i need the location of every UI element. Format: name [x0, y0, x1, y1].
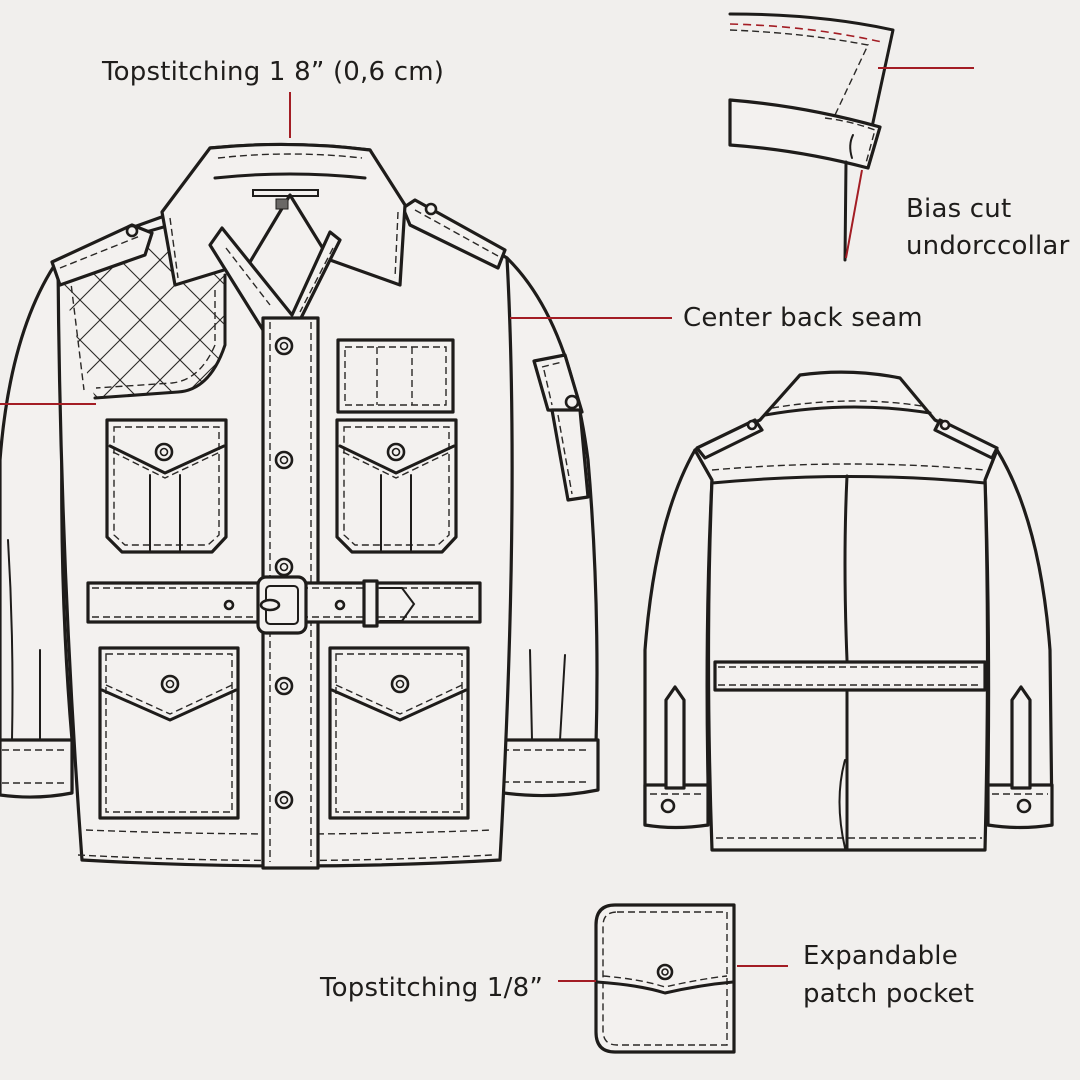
- label-undercollar: undorccollar: [906, 231, 1070, 261]
- back-view: [643, 370, 1054, 852]
- label-center-back-seam: Center back seam: [683, 303, 923, 333]
- belt: [86, 575, 482, 635]
- lower-pocket-right: [328, 646, 470, 820]
- lower-pocket-left: [98, 646, 240, 820]
- placket-buttons: [274, 336, 294, 810]
- label-topstitching-bottom: Topstitching 1/8”: [320, 973, 543, 1003]
- collar-detail: [728, 12, 974, 262]
- chest-pocket-right: [335, 418, 458, 554]
- label-bias-cut: Bias cut: [906, 194, 1012, 224]
- label-expandable: Expandable: [803, 941, 958, 971]
- chest-pocket-left: [105, 418, 228, 554]
- label-topstitching-top: Topstitching 1 8” (0,6 cm): [102, 57, 445, 87]
- front-view: [0, 92, 672, 870]
- pocket-detail: [558, 903, 788, 1054]
- label-patch-pocket: patch pocket: [803, 979, 975, 1009]
